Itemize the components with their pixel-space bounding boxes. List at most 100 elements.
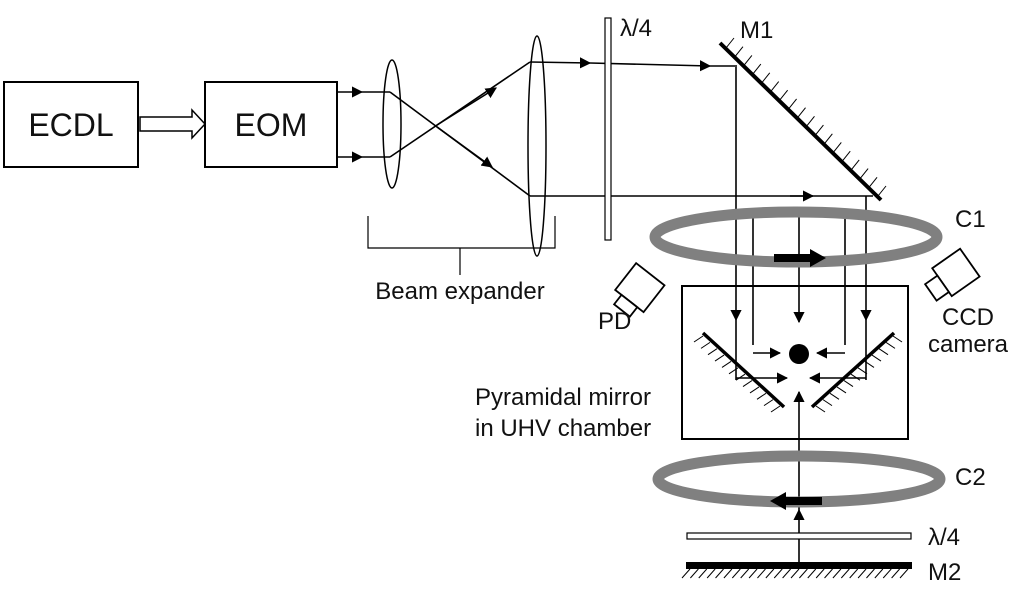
mirror-hatch-mark	[797, 107, 806, 118]
photodiode	[612, 261, 666, 318]
mirror-hatch-mark	[859, 168, 869, 179]
mirror-hatch-mark	[790, 568, 800, 579]
mirror-hatch-mark	[752, 63, 762, 75]
quarter-wave-plate-top	[604, 17, 612, 241]
mirror-hatch-mark	[836, 386, 847, 394]
mirror-hatch-mark	[891, 568, 900, 579]
mirror-hatch-mark	[850, 159, 860, 171]
mirror-hatch-mark	[748, 568, 758, 579]
ecdl-laser: ECDL	[3, 81, 139, 168]
ccd-label-line2: camera	[928, 331, 1009, 358]
mirror-hatch-mark	[743, 55, 753, 66]
mirror-hatch-mark	[832, 568, 842, 579]
pyramid-label-line1: Pyramidal mirror	[475, 384, 651, 411]
mirror-hatch-mark	[824, 568, 833, 579]
mirror-hatch-mark	[878, 348, 889, 356]
mirror-hatch-mark	[823, 133, 833, 145]
mirror-hatch-mark	[843, 380, 854, 387]
mirror-hatch-mark	[815, 405, 826, 413]
ccd-label-line1: CCD	[942, 304, 994, 331]
mirror-hatch-mark	[799, 568, 808, 579]
mirror-hatch-mark	[871, 354, 882, 362]
pyramidal-mirror	[693, 331, 903, 413]
mirror-hatch-mark	[815, 568, 825, 579]
mirror-hatch-mark	[899, 568, 909, 579]
pd-label: PD	[598, 308, 631, 335]
mirror-hatch-mark	[882, 568, 892, 579]
mirror-hatch-mark	[728, 367, 739, 375]
mirror-hatch-mark	[840, 568, 850, 579]
mirror-hatch-mark	[740, 568, 750, 579]
mirror-hatch-mark	[770, 405, 781, 413]
mirror-hatch-mark	[765, 568, 775, 579]
mirror-hatch-mark	[849, 568, 859, 579]
mirror-m2	[681, 562, 912, 579]
mirror-hatch-mark	[806, 116, 815, 127]
c2-label: C2	[955, 464, 986, 491]
mirror-hatch-mark	[742, 380, 753, 387]
m1-label: M1	[740, 17, 773, 44]
mirror-hatch-mark	[734, 46, 744, 58]
mirror-hatch-mark	[731, 568, 741, 579]
ccd-camera	[923, 247, 981, 302]
mirror-hatch-mark	[885, 341, 896, 349]
mirror-hatch-mark	[841, 150, 851, 162]
mirror-hatch-mark	[763, 399, 774, 407]
pyramid-label-line2: in UHV chamber	[475, 415, 651, 442]
m2-label: M2	[928, 559, 961, 586]
ecdl-label: ECDL	[28, 107, 113, 143]
hollow-arrow	[139, 108, 207, 140]
mirror-hatch-mark	[698, 568, 708, 579]
mirror-hatch-mark	[681, 568, 691, 579]
mirror-hatch-mark	[829, 392, 840, 400]
mirror-hatch-mark	[749, 386, 760, 394]
current-arrow-c1	[774, 249, 826, 267]
mirror-hatch-mark	[877, 185, 887, 197]
mirror-hatch-mark	[779, 89, 789, 101]
mirror-hatch-mark	[857, 367, 868, 375]
eom-modulator: EOM	[204, 81, 338, 168]
mirror-hatch-mark	[866, 568, 875, 579]
mirror-hatch-mark	[723, 568, 733, 579]
mirror-hatch-mark	[832, 142, 842, 153]
mirror-hatch-mark	[761, 72, 771, 84]
mirror-hatch-mark	[807, 568, 817, 579]
mirror-hatch-mark	[850, 373, 861, 381]
mirror-hatch-mark	[756, 392, 767, 400]
mirror-hatch-mark	[822, 399, 833, 407]
beam-paths	[337, 57, 873, 562]
mirror-hatch-mark	[874, 568, 884, 579]
mirror-hatch-mark	[707, 348, 718, 356]
mirror-hatch-mark	[788, 98, 797, 110]
mirror-hatch-mark	[690, 568, 699, 579]
lens-2	[527, 35, 547, 257]
c1-label: C1	[955, 206, 986, 233]
mirror-hatch-mark	[868, 176, 878, 188]
mirror-hatch-mark	[721, 361, 732, 368]
mirror-hatch-mark	[864, 361, 875, 368]
mirror-hatch-mark	[714, 354, 725, 362]
lens-1	[382, 59, 402, 189]
mirror-hatch-mark	[815, 124, 824, 136]
mirror-hatch-mark	[706, 568, 716, 579]
uhv-chamber	[681, 285, 909, 440]
beam-expander-label: Beam expander	[375, 278, 544, 305]
quarter-wave-plate-bottom	[686, 532, 912, 540]
mirror-m1	[718, 37, 887, 202]
mirror-hatch-mark	[770, 81, 780, 92]
beam-expander-bracket	[367, 216, 556, 275]
atom-cloud	[789, 344, 809, 364]
qwp-bottom-label: λ/4	[928, 524, 960, 551]
mirror-hatch-mark	[773, 568, 783, 579]
mirror-hatch-mark	[693, 335, 704, 343]
mirror-hatch-mark	[715, 568, 724, 579]
mirror-hatch-mark	[735, 373, 746, 381]
mirror-hatch-mark	[725, 37, 735, 49]
mirror-hatch-mark	[700, 341, 711, 349]
mirror-hatch-mark	[857, 568, 867, 579]
eom-label: EOM	[235, 107, 308, 143]
mirror-hatch-mark	[757, 568, 766, 579]
mirror-hatch-mark	[892, 335, 903, 343]
qwp-top-label: λ/4	[620, 15, 652, 42]
